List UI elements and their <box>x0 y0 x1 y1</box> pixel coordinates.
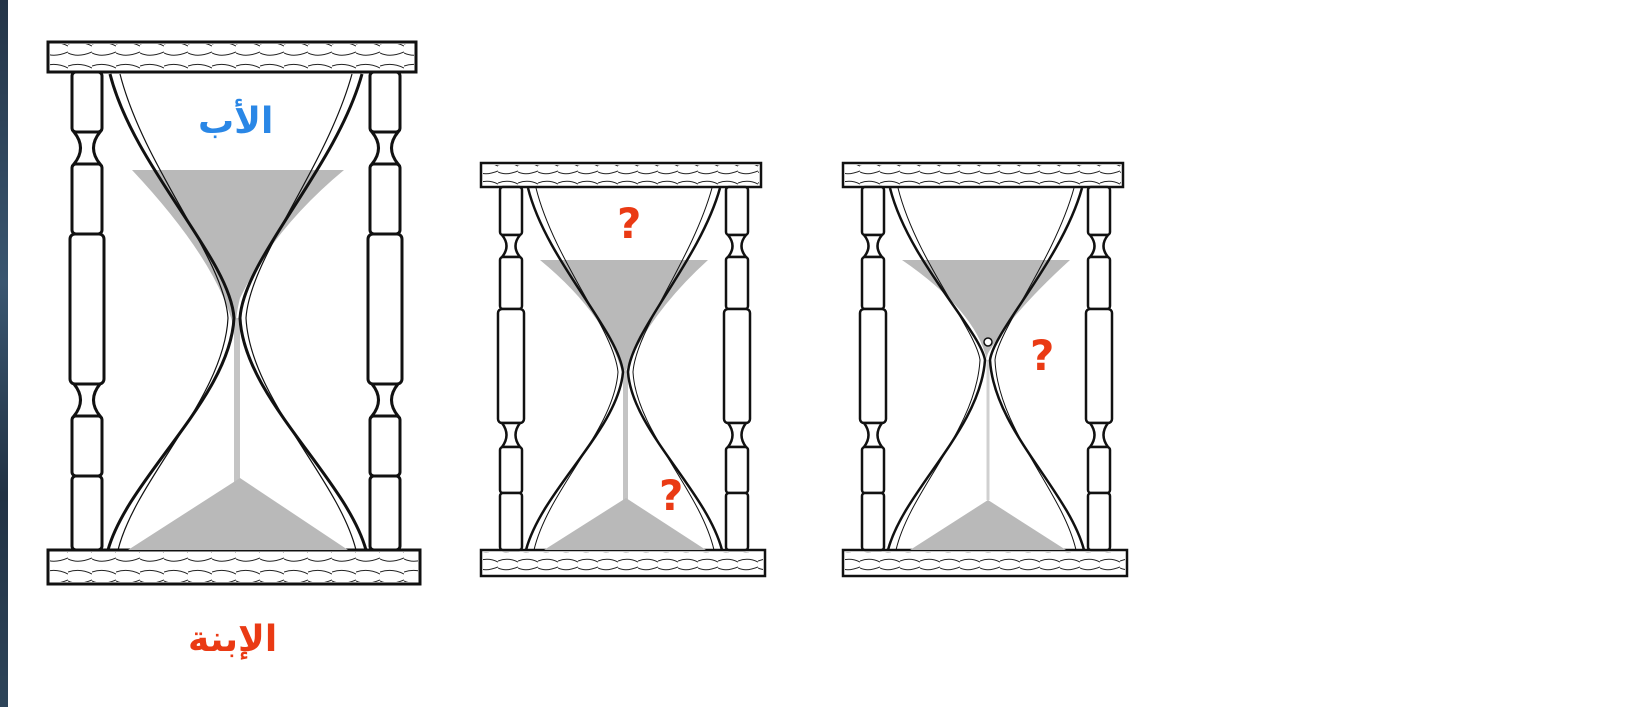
question-mark-upper: ? <box>617 203 641 245</box>
daughter-label: الإبنة <box>188 622 277 658</box>
left-edge-decoration <box>0 0 8 707</box>
father-label: الأب <box>198 104 273 140</box>
hourglass-icon <box>840 160 1130 580</box>
question-mark-lower: ? <box>659 475 683 517</box>
question-mark-neck: ? <box>1030 335 1054 377</box>
